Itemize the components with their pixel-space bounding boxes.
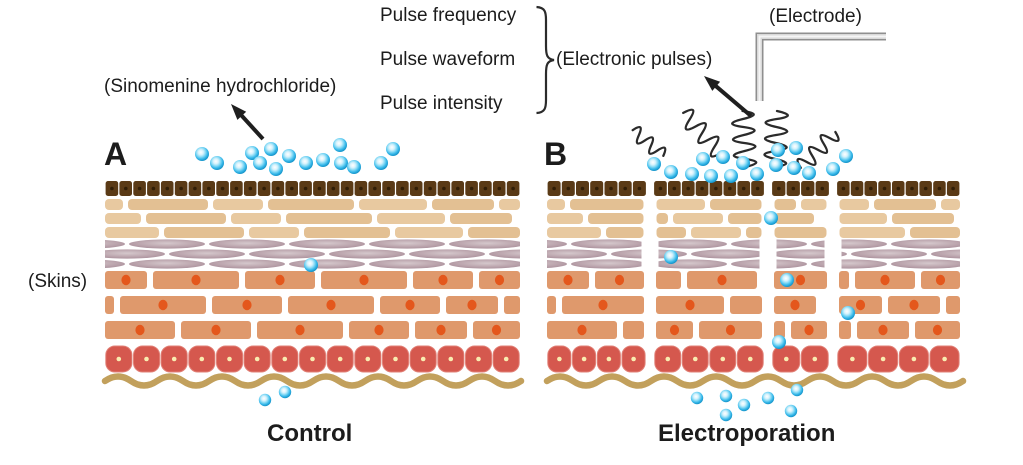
pulse-squiggle-icon [631,125,667,158]
panel-b-letter: B [544,136,568,172]
pulse-squiggle-icon [763,109,789,169]
label-pulse-waveform: Pulse waveform [380,49,516,70]
panel-a-letter: A [104,136,128,172]
label-skins: (Skins) [28,271,88,292]
arrow-icon [231,104,247,120]
label-pulse-intensity: Pulse intensity [380,93,503,114]
generated-diagram-shapes [101,32,967,422]
label-electrode: (Electrode) [769,6,862,27]
label-sinomenine-hydrochloride: (Sinomenine hydrochloride) [104,76,337,97]
label-pulse-frequency: Pulse frequency [380,5,517,26]
label-electronic-pulses: (Electronic pulses) [556,49,713,70]
pulse-squiggle-icon [682,108,723,158]
caption-control: Control [267,420,353,447]
arrow-icon [704,76,721,91]
brace-icon [536,5,555,115]
pulse-squiggle-icon [796,130,840,169]
caption-electroporation: Electroporation [658,420,836,447]
